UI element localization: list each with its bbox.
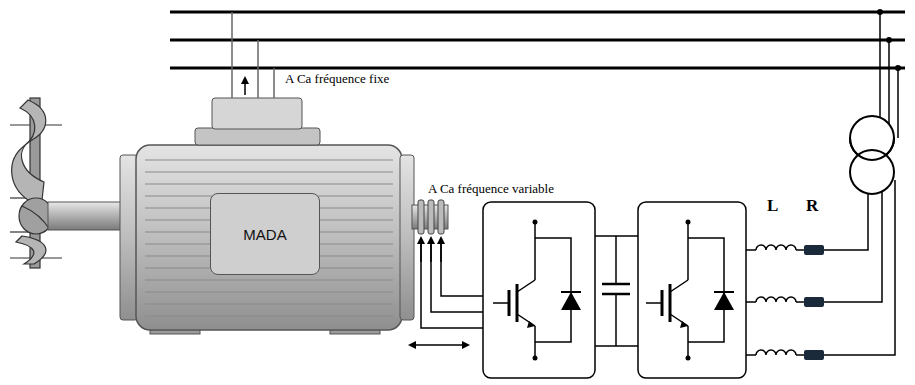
resistor-symbol bbox=[804, 245, 824, 360]
rotor-wires bbox=[421, 240, 488, 328]
rotor-side-converter bbox=[483, 202, 595, 378]
wind-turbine bbox=[10, 98, 62, 268]
component-symbol-label: L bbox=[767, 196, 778, 216]
stator-leads bbox=[232, 12, 274, 98]
transformer bbox=[850, 12, 898, 194]
machine-box: MADA bbox=[210, 193, 320, 275]
grid-filter bbox=[746, 180, 895, 355]
dc-link-capacitor bbox=[595, 236, 638, 346]
bidirectional-arrow bbox=[412, 344, 466, 346]
component-symbol-label: R bbox=[806, 196, 818, 216]
junction-dots bbox=[877, 9, 901, 71]
annotation-text: A Ca fréquence variable bbox=[428, 182, 554, 197]
grid-side-converter bbox=[638, 202, 746, 378]
power-arrow bbox=[244, 80, 246, 95]
machine-name: MADA bbox=[243, 226, 286, 243]
annotation-text: A Ca fréquence fixe bbox=[285, 72, 389, 87]
grid-lines bbox=[170, 12, 905, 68]
slip-rings bbox=[412, 200, 448, 234]
machine-housing bbox=[120, 98, 414, 334]
